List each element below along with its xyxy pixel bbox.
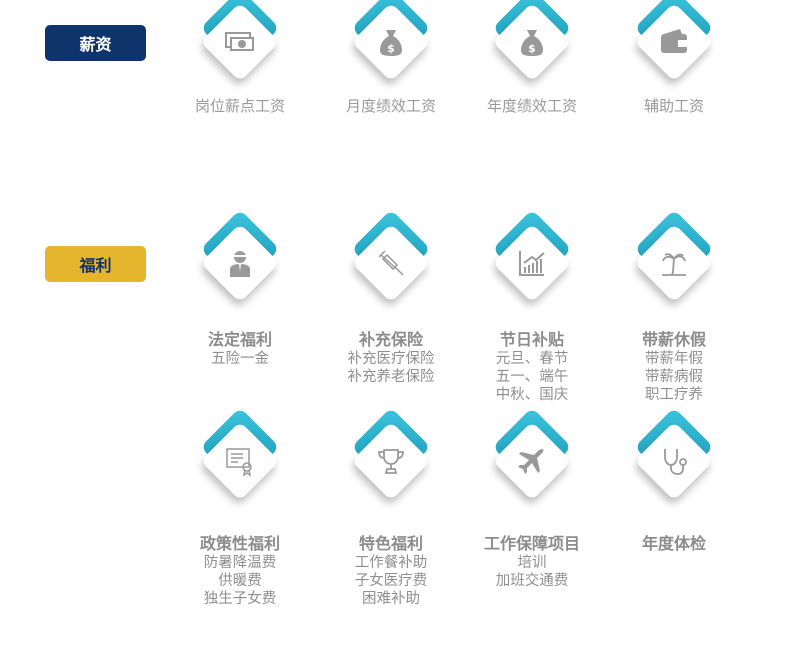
icon-tile xyxy=(316,209,466,313)
welfare-item-title: 法定福利 xyxy=(207,330,272,349)
salary-item-label: 月度绩效工资 xyxy=(345,97,436,115)
welfare-item: 工作保障项目培训加班交通费 xyxy=(457,407,607,590)
welfare-detail: 培训 xyxy=(517,555,547,571)
salary-item: $ 月度绩效工资 xyxy=(316,0,466,116)
icon-tile xyxy=(599,0,749,92)
salary-item: 岗位薪点工资 xyxy=(165,0,315,116)
welfare-item-title: 补充保险 xyxy=(358,330,423,349)
welfare-item: 节日补贴元旦、春节五一、端午中秋、国庆 xyxy=(457,209,607,404)
welfare-detail: 补充医疗保险 xyxy=(347,351,435,367)
salary-item-label: 岗位薪点工资 xyxy=(194,97,285,115)
welfare-item-title: 带薪休假 xyxy=(641,330,706,349)
icon-tile xyxy=(599,407,749,511)
svg-text:$: $ xyxy=(528,42,536,55)
welfare-detail: 带薪年假 xyxy=(645,351,703,367)
welfare-detail: 补充养老保险 xyxy=(347,369,435,385)
person-icon xyxy=(230,251,250,277)
money-bag-icon: $ xyxy=(380,30,402,56)
welfare-item-title: 特色福利 xyxy=(358,534,423,553)
welfare-detail: 防暑降温费 xyxy=(203,555,277,571)
welfare-detail: 带薪病假 xyxy=(645,369,703,385)
welfare-item-title: 政策性福利 xyxy=(199,534,280,553)
icon-tile: $ xyxy=(316,0,466,92)
welfare-item: 法定福利五险一金 xyxy=(165,209,315,368)
svg-text:$: $ xyxy=(387,42,395,55)
money-icon xyxy=(225,32,254,51)
certificate-icon xyxy=(226,448,252,477)
welfare-badge: 福利 xyxy=(45,246,146,282)
welfare-item: 年度体检 xyxy=(599,407,749,554)
welfare-detail: 中秋、国庆 xyxy=(495,387,569,403)
palm-tree-icon xyxy=(662,253,686,276)
welfare-item-title: 节日补贴 xyxy=(499,330,564,349)
icon-tile xyxy=(457,407,607,511)
salary-item-label: 年度绩效工资 xyxy=(486,97,577,115)
icon-tile xyxy=(457,209,607,313)
welfare-detail: 职工疗养 xyxy=(645,387,703,403)
welfare-detail: 困难补助 xyxy=(362,591,420,607)
welfare-item-title: 年度体检 xyxy=(641,534,706,553)
syringe-icon xyxy=(378,250,404,276)
welfare-detail: 元旦、春节 xyxy=(495,351,569,367)
icon-tile xyxy=(165,0,315,92)
icon-tile xyxy=(165,407,315,511)
money-bag-icon: $ xyxy=(521,30,543,56)
welfare-detail: 子女医疗费 xyxy=(354,573,428,589)
trophy-icon xyxy=(378,449,404,474)
welfare-item: 补充保险补充医疗保险补充养老保险 xyxy=(316,209,466,386)
welfare-detail: 工作餐补助 xyxy=(354,555,428,571)
welfare-detail: 五险一金 xyxy=(211,351,269,367)
salary-item-label: 辅助工资 xyxy=(643,97,704,115)
icon-tile: $ xyxy=(457,0,607,92)
icon-tile xyxy=(165,209,315,313)
salary-item: 辅助工资 xyxy=(599,0,749,116)
welfare-item: 政策性福利防暑降温费供暖费独生子女费 xyxy=(165,407,315,608)
salary-badge: 薪资 xyxy=(45,25,146,61)
airplane-icon xyxy=(518,449,544,474)
welfare-detail: 五一、端午 xyxy=(495,369,569,385)
wallet-icon xyxy=(661,29,687,53)
icon-tile xyxy=(599,209,749,313)
welfare-item: 带薪休假带薪年假带薪病假职工疗养 xyxy=(599,209,749,404)
welfare-detail: 加班交通费 xyxy=(495,573,569,589)
welfare-detail: 独生子女费 xyxy=(203,591,277,607)
welfare-detail: 供暖费 xyxy=(218,573,262,589)
salary-item: $ 年度绩效工资 xyxy=(457,0,607,116)
icon-tile xyxy=(316,407,466,511)
chart-icon xyxy=(519,251,545,276)
welfare-item-title: 工作保障项目 xyxy=(483,534,580,553)
welfare-item: 特色福利工作餐补助子女医疗费困难补助 xyxy=(316,407,466,608)
stethoscope-icon xyxy=(664,449,687,475)
